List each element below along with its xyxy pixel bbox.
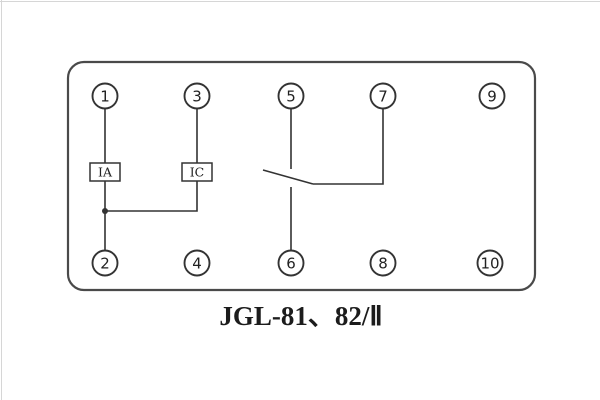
terminal-6-label: 6 xyxy=(286,255,296,273)
element-label-ic: IC xyxy=(190,165,205,180)
relay-case-outline xyxy=(66,60,537,292)
element-box-ic xyxy=(181,162,213,182)
page-border-top xyxy=(0,1,600,2)
terminal-1-label: 1 xyxy=(100,88,110,106)
terminal-4-label: 4 xyxy=(192,255,202,273)
terminal-4 xyxy=(183,249,211,277)
terminal-7-label: 7 xyxy=(378,88,388,106)
terminal-9 xyxy=(478,82,506,110)
terminal-3-label: 3 xyxy=(192,88,202,106)
terminal-8-label: 8 xyxy=(378,255,388,273)
terminal-5-label: 5 xyxy=(286,88,296,106)
element-box-ia xyxy=(89,162,121,182)
page-border-left xyxy=(1,0,2,400)
terminal-5 xyxy=(277,82,305,110)
terminal-3 xyxy=(183,82,211,110)
terminal-2 xyxy=(91,249,119,277)
terminal-8 xyxy=(369,249,397,277)
diagram-caption: JGL-81、82/Ⅱ xyxy=(219,301,382,331)
element-label-ia: IA xyxy=(98,165,113,180)
terminal-9-label: 9 xyxy=(487,88,497,106)
terminal-10-label: 10 xyxy=(480,255,499,273)
terminal-10 xyxy=(476,249,504,277)
terminal-2-label: 2 xyxy=(100,255,110,273)
terminal-1 xyxy=(91,82,119,110)
terminal-7 xyxy=(369,82,397,110)
terminal-6 xyxy=(277,249,305,277)
wiring-lines xyxy=(104,109,384,250)
junction-dot xyxy=(102,208,108,214)
